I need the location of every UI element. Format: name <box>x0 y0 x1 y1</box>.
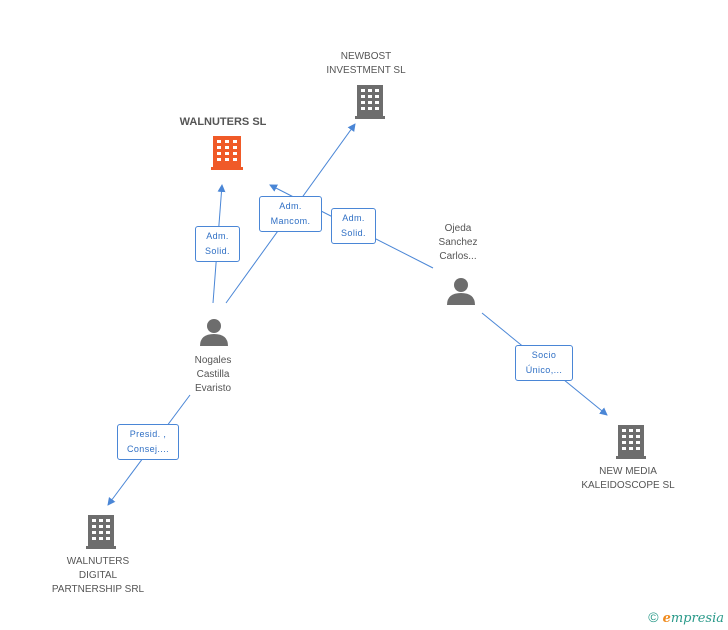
relation-label-adm-solid[interactable]: Adm. Solid. <box>195 226 240 262</box>
building-icon[interactable] <box>211 136 243 171</box>
newbost-label[interactable]: NEWBOST INVESTMENT SL <box>326 51 406 76</box>
ojeda-label[interactable]: Ojeda Sanchez Carlos... <box>438 223 478 262</box>
brand-footer: ©empresia <box>648 609 724 626</box>
walnuters-digital-label[interactable]: WALNUTERS DIGITAL PARTNERSHIP SRL <box>51 556 145 595</box>
relation-label-adm-mancom[interactable]: Adm. Mancom. <box>259 196 322 232</box>
relation-label-socio-unico[interactable]: Socio Único,... <box>515 345 573 381</box>
person-icon[interactable] <box>446 277 476 305</box>
person-icon[interactable] <box>199 318 229 346</box>
brand-logo-initial: e <box>662 611 671 626</box>
walnuters-sl-label[interactable]: WALNUTERS SL <box>179 116 267 128</box>
building-icon[interactable] <box>616 425 646 459</box>
brand-logo-text: mpresia <box>670 611 724 626</box>
nogales-label[interactable]: Nogales Castilla Evaristo <box>194 355 232 394</box>
building-icon[interactable] <box>355 85 385 119</box>
copyright-symbol: © <box>648 609 659 625</box>
building-icon[interactable] <box>86 515 116 549</box>
new-media-label[interactable]: NEW MEDIA KALEIDOSCOPE SL <box>581 466 675 491</box>
relation-label-adm-solid[interactable]: Adm. Solid. <box>331 208 376 244</box>
relation-label-presid[interactable]: Presid. , Consej.... <box>117 424 179 460</box>
